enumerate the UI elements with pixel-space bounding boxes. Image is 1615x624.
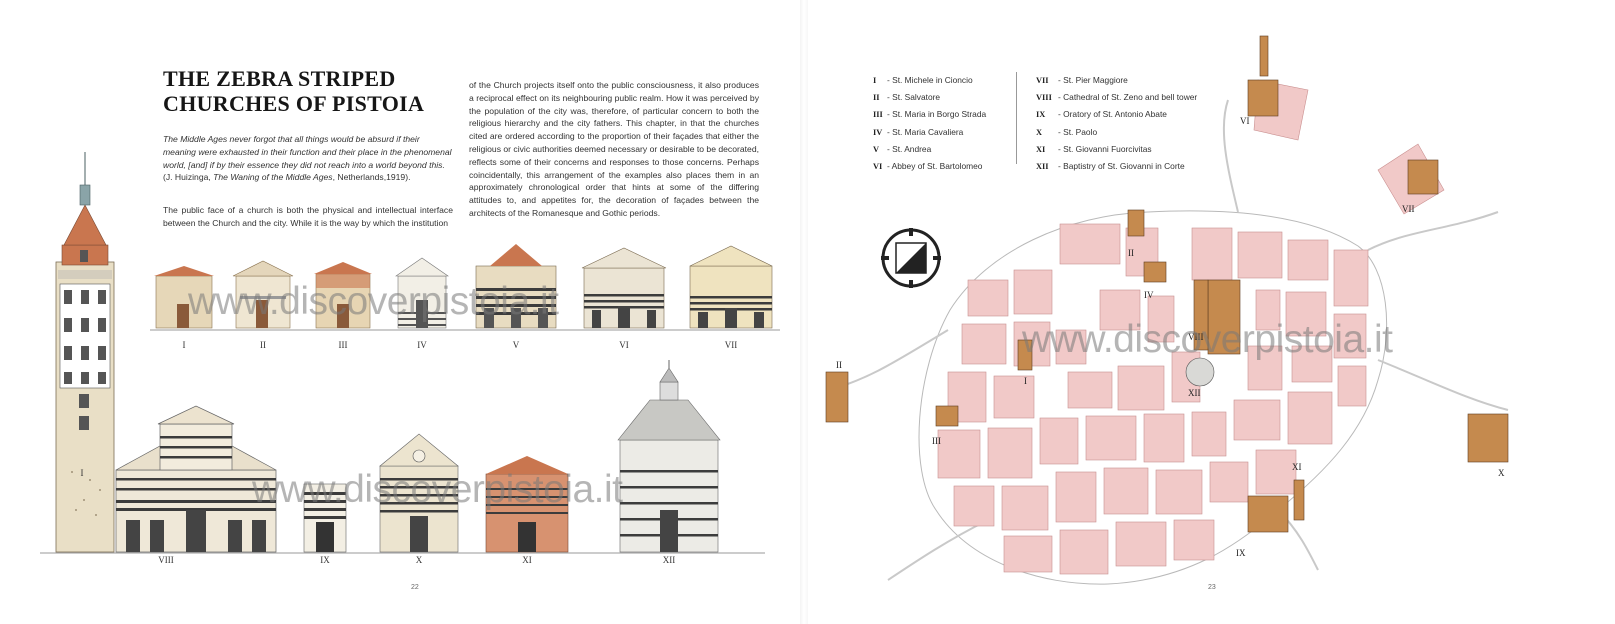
epigraph-citation-suffix: , Netherlands,1919). [332, 172, 411, 183]
map-label-ii-outer: II [836, 360, 842, 370]
legend-name: - Oratory of St. Antonio Abate [1058, 109, 1167, 120]
legend-num: II [873, 93, 880, 103]
map-label-iii: III [932, 436, 941, 446]
radial-roads [827, 99, 1509, 581]
legend-num: X [1036, 127, 1043, 137]
legend-name: - Abbey of St. Bartolomeo [887, 161, 983, 172]
church-markers [825, 35, 1509, 533]
map-label-ii-city: II [1128, 248, 1134, 258]
legend-item-v: V - St. Andrea [873, 141, 1021, 158]
legend-item-x: X - St. Paolo [1036, 124, 1226, 141]
map-label-iv: IV [1144, 290, 1154, 300]
facade-label-vi: VI [619, 340, 629, 350]
legend-name: - St. Maria Cavaliera [887, 126, 964, 137]
facade-i [154, 266, 214, 329]
page-number-left: 22 [411, 584, 419, 591]
city-map: II IV I II III VI VII VIII IX X XI XII [825, 35, 1509, 585]
legend-item-xi: XI - St. Giovanni Fuorcivitas [1036, 141, 1226, 158]
legend-name: - St. Michele in Cioncio [887, 75, 973, 85]
legend-name: - Cathedral of St. Zeno and bell tower [1058, 92, 1198, 103]
facade-xii-baptistry [617, 360, 721, 553]
facade-iv [395, 257, 449, 329]
legend-num: XI [1036, 144, 1046, 154]
map-label-vii: VII [1402, 204, 1415, 214]
legend-num: IV [873, 127, 883, 137]
legend-item-iv: IV - St. Maria Cavaliera [873, 124, 1021, 141]
epigraph-citation-prefix: (J. Huizinga, [163, 172, 214, 183]
legend-name: - St. Paolo [1058, 126, 1098, 137]
epigraph: The Middle Ages never forgot that all th… [163, 133, 453, 184]
second-column-text: of the Church projects itself onto the p… [469, 80, 759, 218]
epigraph-citation-work: The Waning of the Middle Ages [213, 172, 333, 183]
title-line-2: CHURCHES OF PISTOIA [163, 91, 425, 116]
page-title: THE ZEBRA STRIPED CHURCHES OF PISTOIA [163, 66, 424, 116]
map-label-xi: XI [1292, 462, 1302, 472]
legend-item-viii: VIII - Cathedral of St. Zeno and bell tow… [1036, 89, 1226, 106]
map-label-xii: XII [1188, 388, 1201, 398]
facade-label-iv: IV [417, 340, 427, 350]
facade-label-ix: IX [320, 555, 330, 565]
legend-num: VIII [1036, 93, 1052, 103]
legend-name: - St. Salvatore [887, 92, 941, 103]
tower-label: I [81, 468, 84, 478]
map-label-i: I [1024, 376, 1027, 386]
legend-num: XII [1036, 162, 1049, 172]
facade-ii [232, 260, 294, 329]
facade-label-xii: XII [663, 555, 676, 565]
facade-vii [689, 245, 773, 329]
legend-num: VI [873, 162, 883, 172]
legend-num: I [873, 76, 877, 85]
legend-item-xii: XII - Baptistry of St. Giovanni in Corte [1036, 158, 1226, 175]
facade-label-ii: II [260, 340, 266, 350]
legend-num: III [873, 110, 883, 120]
epigraph-quote: The Middle Ages never forgot that all th… [163, 134, 452, 170]
facade-label-iii: III [339, 340, 348, 350]
legend-divider [1016, 72, 1017, 164]
bell-tower-illustration [55, 152, 115, 553]
map-label-x: X [1498, 468, 1505, 478]
legend-name: - St. Andrea [887, 143, 932, 154]
legend-name: - St. Maria in Borgo Strada [887, 109, 987, 120]
legend-num: IX [1036, 110, 1046, 120]
legend-item-ix: IX - Oratory of St. Antonio Abate [1036, 106, 1226, 123]
map-label-ix: IX [1236, 548, 1246, 558]
legend-item-i: I - St. Michele in Cioncio [873, 72, 1021, 89]
book-gutter [800, 0, 808, 624]
legend-num: VII [1036, 76, 1049, 85]
intro-paragraph: The public face of a church is both the … [163, 205, 453, 228]
facade-iii [314, 262, 372, 329]
facade-label-i: I [183, 340, 186, 350]
legend-column-1: I - St. Michele in Cioncio II - St. Salvat… [873, 72, 1021, 175]
page-number-right: 23 [1208, 584, 1216, 591]
facade-label-xi: XI [522, 555, 532, 565]
legend-item-iii: III - St. Maria in Borgo Strada [873, 106, 1021, 123]
legend-name: - Baptistry of St. Giovanni in Corte [1058, 161, 1185, 172]
facade-label-v: V [513, 340, 520, 350]
church-facades-illustration: I II III IV V VI VII I VIII IX X XI XII [40, 152, 780, 565]
legend-item-vi: VI - Abbey of St. Bartolomeo [873, 158, 1021, 175]
legend-num: V [873, 144, 880, 154]
legend-item-ii: II - St. Salvatore [873, 89, 1021, 106]
facade-x [379, 433, 459, 553]
compass-icon [881, 228, 941, 288]
facade-ix [303, 483, 347, 553]
facade-label-x: X [416, 555, 423, 565]
facade-label-vii: VII [725, 340, 738, 350]
facade-label-viii: VIII [158, 555, 174, 565]
map-label-viii: VIII [1188, 332, 1204, 342]
facade-vi [581, 247, 667, 329]
facade-viii-cathedral [115, 405, 277, 553]
legend-name: - St. Giovanni Fuorcivitas [1058, 143, 1152, 154]
facade-xi [485, 456, 569, 553]
legend-column-2: VII - St. Pier Maggiore VIII - Cathedral o… [1036, 72, 1226, 175]
map-label-vi: VI [1240, 116, 1250, 126]
facade-v [475, 244, 557, 329]
legend-item-vii: VII - St. Pier Maggiore [1036, 72, 1226, 89]
title-line-1: THE ZEBRA STRIPED [163, 66, 396, 91]
legend-name: - St. Pier Maggiore [1058, 75, 1128, 85]
